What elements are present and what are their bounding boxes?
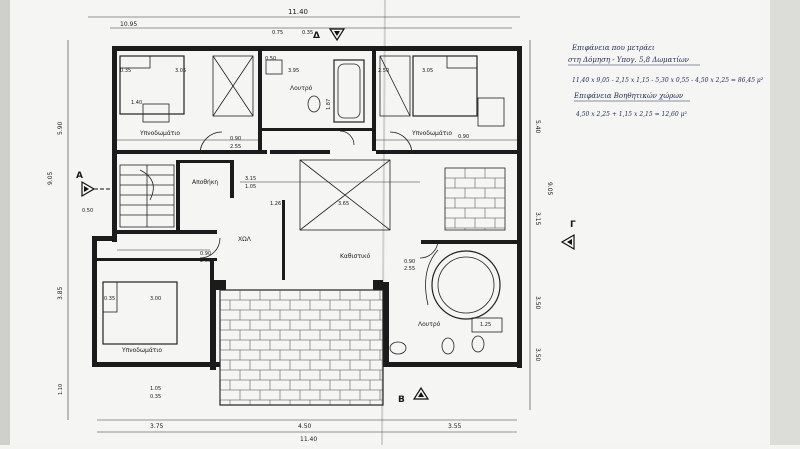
small-dim-10: 3.05: [422, 68, 433, 74]
staircase: [119, 164, 175, 228]
dim-misc-e: 1.10: [58, 384, 64, 395]
dim-misc-a: 0.75: [272, 30, 283, 36]
note-calc-1: 11,40 x 9,05 - 2,15 x 1,15 - 5,30 x 0,55…: [572, 77, 764, 84]
small-dim-19: 3.00: [150, 296, 161, 302]
dim-bottom-total: 11.40: [300, 436, 317, 443]
small-dim-20: 0.90: [404, 259, 415, 265]
small-dim-1: 0.35: [120, 68, 131, 74]
small-dim-21: 2.55: [404, 266, 415, 272]
small-dim-6: 0.50: [265, 56, 276, 62]
dim-right-lower: 3.50: [534, 296, 541, 310]
room-storage: Αποθήκη: [192, 179, 218, 186]
small-dim-7: 3.95: [288, 68, 299, 74]
note-calc-2: 4,50 x 2,25 + 1,15 x 2,15 = 12,60 μ²: [575, 111, 688, 118]
dim-bottom-right: 3.55: [448, 423, 462, 430]
room-bathroom-top: Λουτρό: [290, 85, 313, 92]
small-dim-13: 1.05: [245, 184, 256, 190]
section-mark-top-arrow: [328, 28, 346, 42]
note-line-2: στη Δόμηση - Υπογ. 5,8 Δωματίων: [568, 55, 690, 64]
section-mark-left-fill: [84, 186, 89, 192]
room-bathroom-bottom: Λουτρό: [418, 321, 441, 328]
interior-dim-lines: [97, 139, 517, 433]
small-dim-11: 0.90: [458, 134, 469, 140]
dim-left-upper: 5.90: [57, 121, 64, 135]
small-dim-14: 1.26: [270, 201, 281, 207]
dim-left-total: 9.05: [47, 171, 54, 185]
paper-right-shadow: [770, 0, 800, 445]
room-bedroom-bottom-left: Υπνοδωμάτιο: [121, 347, 162, 354]
note-line-3: Επιφάνεια Βοηθητικών χώρων: [573, 92, 684, 100]
section-mark-left-label: A: [76, 171, 83, 181]
section-mark-top-label: Δ: [313, 31, 320, 41]
dim-right-low2: 3.50: [534, 348, 541, 362]
small-dim-8: 1.87: [326, 99, 332, 110]
section-mark-bottom-fill: [418, 392, 424, 397]
section-mark-bottom-arrow: [412, 386, 430, 400]
dim-right-mid: 3.15: [534, 212, 541, 226]
dim-right-vert-a: 9.05: [546, 182, 553, 196]
room-bedroom-top-right: Υπνοδωμάτιο: [411, 130, 452, 137]
room-living: Καθιστικό: [340, 253, 371, 260]
section-mark-right-fill: [567, 239, 572, 245]
dim-top-total: 11.40: [288, 8, 308, 16]
outer-walls: [92, 46, 522, 370]
dim-misc-f: 0.50: [82, 208, 93, 214]
dim-bottom-mid: 4.50: [298, 423, 312, 430]
small-dim-2: 3.05: [175, 68, 186, 74]
small-dim-5: 2.55: [230, 144, 241, 150]
section-mark-right-label: Γ: [570, 220, 576, 230]
small-dim-4: 0.90: [230, 136, 241, 142]
area-notes: Επιφάνεια που μετράει στη Δόμηση - Υπογ.…: [568, 44, 764, 118]
dim-misc-b: 0.35: [302, 30, 313, 36]
section-mark-left-arrow: [81, 180, 96, 198]
section-mark-right-arrow: [560, 233, 575, 251]
small-dim-18: 0.35: [104, 296, 115, 302]
room-bedroom-top-left: Υπνοδωμάτιο: [139, 130, 180, 137]
small-dim-16: 0.90: [200, 251, 211, 257]
circular-bath: [425, 249, 501, 320]
dim-top-inner: 10.95: [120, 21, 137, 28]
dim-misc-c: 1.05: [150, 386, 161, 392]
small-dim-17: 2.55: [200, 258, 211, 264]
small-dim-9: 2.50: [378, 68, 389, 74]
tiled-area-small: [444, 167, 506, 231]
interior-walls: [97, 51, 517, 290]
dim-left-lower: 3.85: [57, 286, 64, 300]
furniture: [102, 55, 505, 355]
paper-left-shadow: [0, 0, 10, 445]
small-dim-22: 1.25: [480, 322, 491, 328]
section-mark-top-fill: [334, 31, 340, 36]
small-dim-3: 1.40: [131, 100, 142, 106]
small-dim-15: 3.65: [338, 201, 349, 207]
tiled-terrace: [219, 289, 384, 406]
room-hall: ΧΩΛ: [238, 236, 252, 243]
section-mark-bottom-label: B: [398, 395, 405, 405]
note-line-1: Επιφάνεια που μετράει: [571, 44, 655, 52]
dim-right-upper: 5.40: [534, 120, 541, 134]
door-swings: [199, 130, 439, 259]
small-dim-12: 3.15: [245, 176, 256, 182]
dim-misc-d: 0.35: [150, 394, 161, 400]
dim-bottom-left: 3.75: [150, 423, 164, 430]
